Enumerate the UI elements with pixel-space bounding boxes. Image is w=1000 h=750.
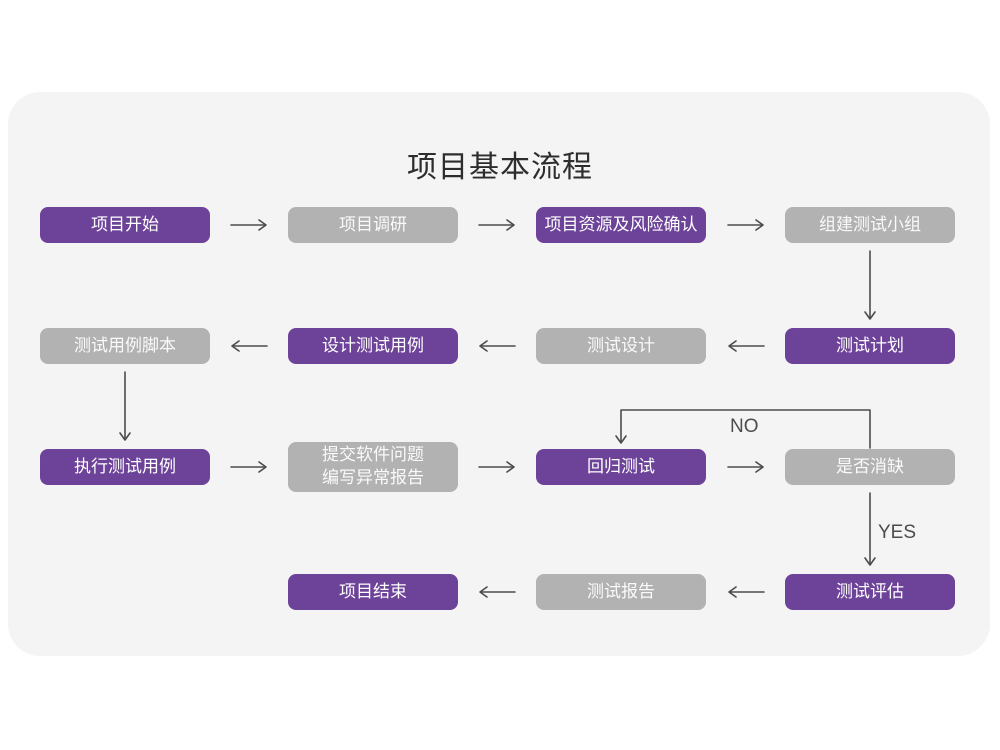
arrow-design-cases-to-case-script <box>231 340 268 352</box>
arrow-evaluation-to-test-report <box>728 586 765 598</box>
edge-label-no: NO <box>730 416 759 437</box>
page-title: 项目基本流程 <box>407 151 593 184</box>
node-evaluation: 测试评估 <box>785 574 955 610</box>
node-design-cases: 设计测试用例 <box>288 328 458 364</box>
arrow-test-plan-to-test-design <box>728 340 765 352</box>
arrow-defect-check-no-loop <box>615 409 871 449</box>
node-build-team: 组建测试小组 <box>785 207 955 243</box>
arrow-test-report-to-project-end <box>479 586 516 598</box>
flowchart-card <box>8 92 990 656</box>
node-test-design: 测试设计 <box>536 328 706 364</box>
node-regression: 回归测试 <box>536 449 706 485</box>
arrow-regression-to-defect-check <box>727 461 764 473</box>
node-case-script: 测试用例脚本 <box>40 328 210 364</box>
arrow-resource-risk-to-build-team <box>727 219 764 231</box>
node-project-end: 项目结束 <box>288 574 458 610</box>
node-project-start: 项目开始 <box>40 207 210 243</box>
node-test-report: 测试报告 <box>536 574 706 610</box>
node-resource-risk: 项目资源及风险确认 <box>536 207 706 243</box>
arrow-case-script-to-execute-cases <box>119 371 131 441</box>
arrow-submit-issues-to-regression <box>478 461 515 473</box>
node-defect-check: 是否消缺 <box>785 449 955 485</box>
arrow-start-to-research <box>230 219 267 231</box>
arrow-test-design-to-design-cases <box>479 340 516 352</box>
arrow-execute-cases-to-submit-issues <box>230 461 267 473</box>
edge-label-yes: YES <box>878 522 917 543</box>
arrow-build-team-to-test-plan <box>864 250 876 320</box>
node-submit-issues: 提交软件问题 编写异常报告 <box>288 442 458 492</box>
node-project-research: 项目调研 <box>288 207 458 243</box>
node-test-plan: 测试计划 <box>785 328 955 364</box>
arrow-defect-check-yes-to-evaluation <box>864 492 876 566</box>
node-execute-cases: 执行测试用例 <box>40 449 210 485</box>
arrow-research-to-resource-risk <box>478 219 515 231</box>
